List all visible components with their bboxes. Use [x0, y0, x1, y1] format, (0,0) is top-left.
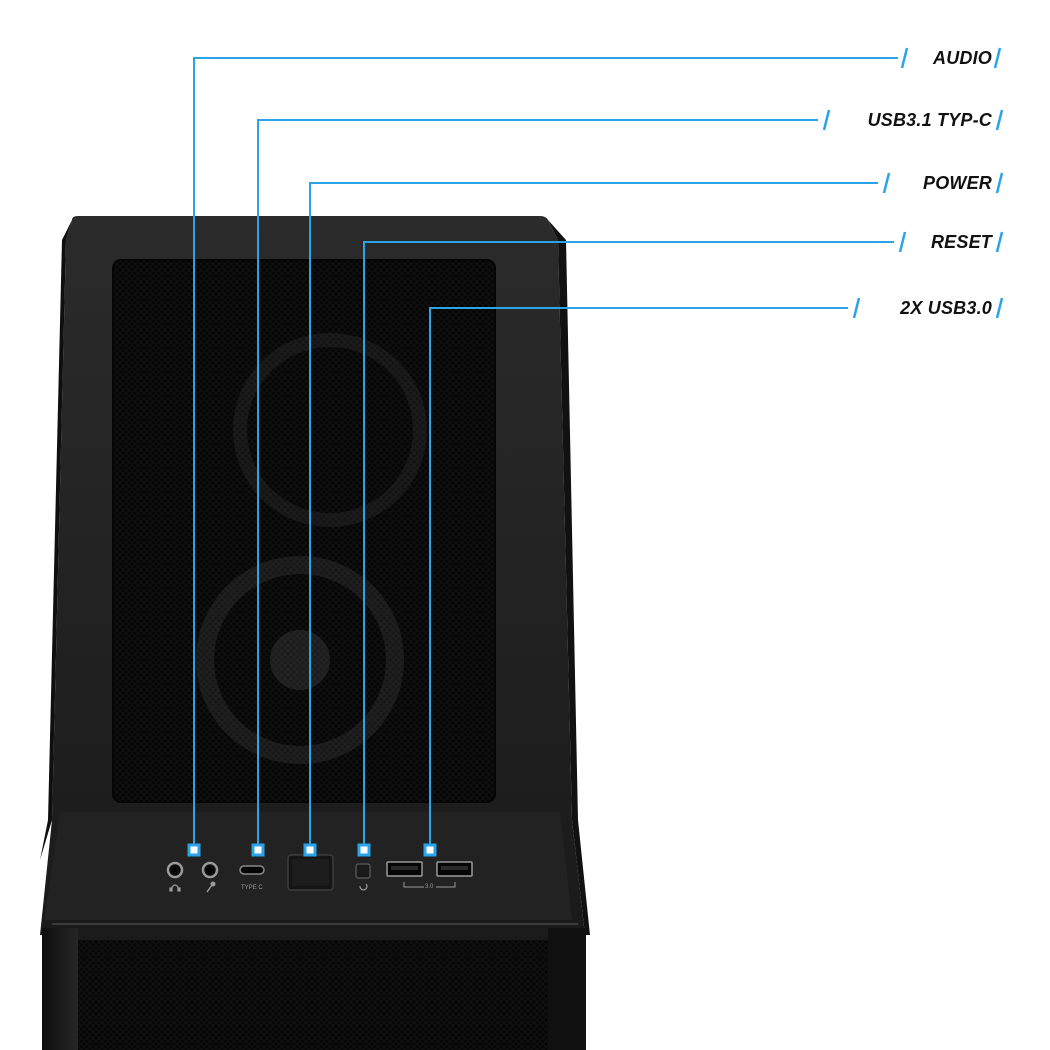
- callout-label-reset: RESET: [930, 232, 992, 252]
- usb3-port-1[interactable]: [386, 861, 423, 877]
- case-bevel-right: [548, 220, 590, 935]
- callout-marker-reset: [357, 843, 371, 857]
- callout-line-reset: [363, 241, 894, 852]
- callout-marker-power: [303, 843, 317, 857]
- usb-speed-bracket: [403, 882, 456, 888]
- usb3-port-2[interactable]: [436, 861, 473, 877]
- callout-label-power: POWER: [922, 173, 992, 193]
- callout-label-usb3: 2X USB3.0: [900, 298, 992, 318]
- callout-label-audio: AUDIO: [933, 48, 992, 68]
- reset-button[interactable]: [355, 863, 371, 879]
- audio-jack-headphone[interactable]: [166, 861, 184, 879]
- callout-line-audio: [193, 57, 898, 852]
- callout-lines: [193, 57, 898, 852]
- front-mesh: [78, 940, 548, 1050]
- callout-line-usb3: [429, 307, 848, 852]
- microphone-icon: [206, 881, 216, 893]
- callout-marker-usb3: [423, 843, 437, 857]
- callout-ticks: [822, 47, 1004, 319]
- fan-silhouette: [196, 333, 427, 764]
- callout-marker-usb-c: [251, 843, 265, 857]
- usb-c-port[interactable]: [239, 865, 265, 875]
- headphone-icon: [169, 884, 181, 892]
- callout-label-usb-c: USB3.1 TYP-C: [867, 110, 992, 130]
- callout-markers: [187, 843, 437, 857]
- audio-jack-mic[interactable]: [201, 861, 219, 879]
- case-bevel-left: [40, 220, 72, 860]
- callout-marker-audio: [187, 843, 201, 857]
- type-c-port-label: TYPE C: [241, 885, 263, 891]
- callout-line-power: [309, 182, 878, 852]
- callout-line-usb-c: [257, 119, 818, 852]
- usb-speed-label: 3.0: [425, 884, 434, 890]
- reset-icon: [359, 883, 368, 891]
- top-mesh-filter: [112, 259, 496, 803]
